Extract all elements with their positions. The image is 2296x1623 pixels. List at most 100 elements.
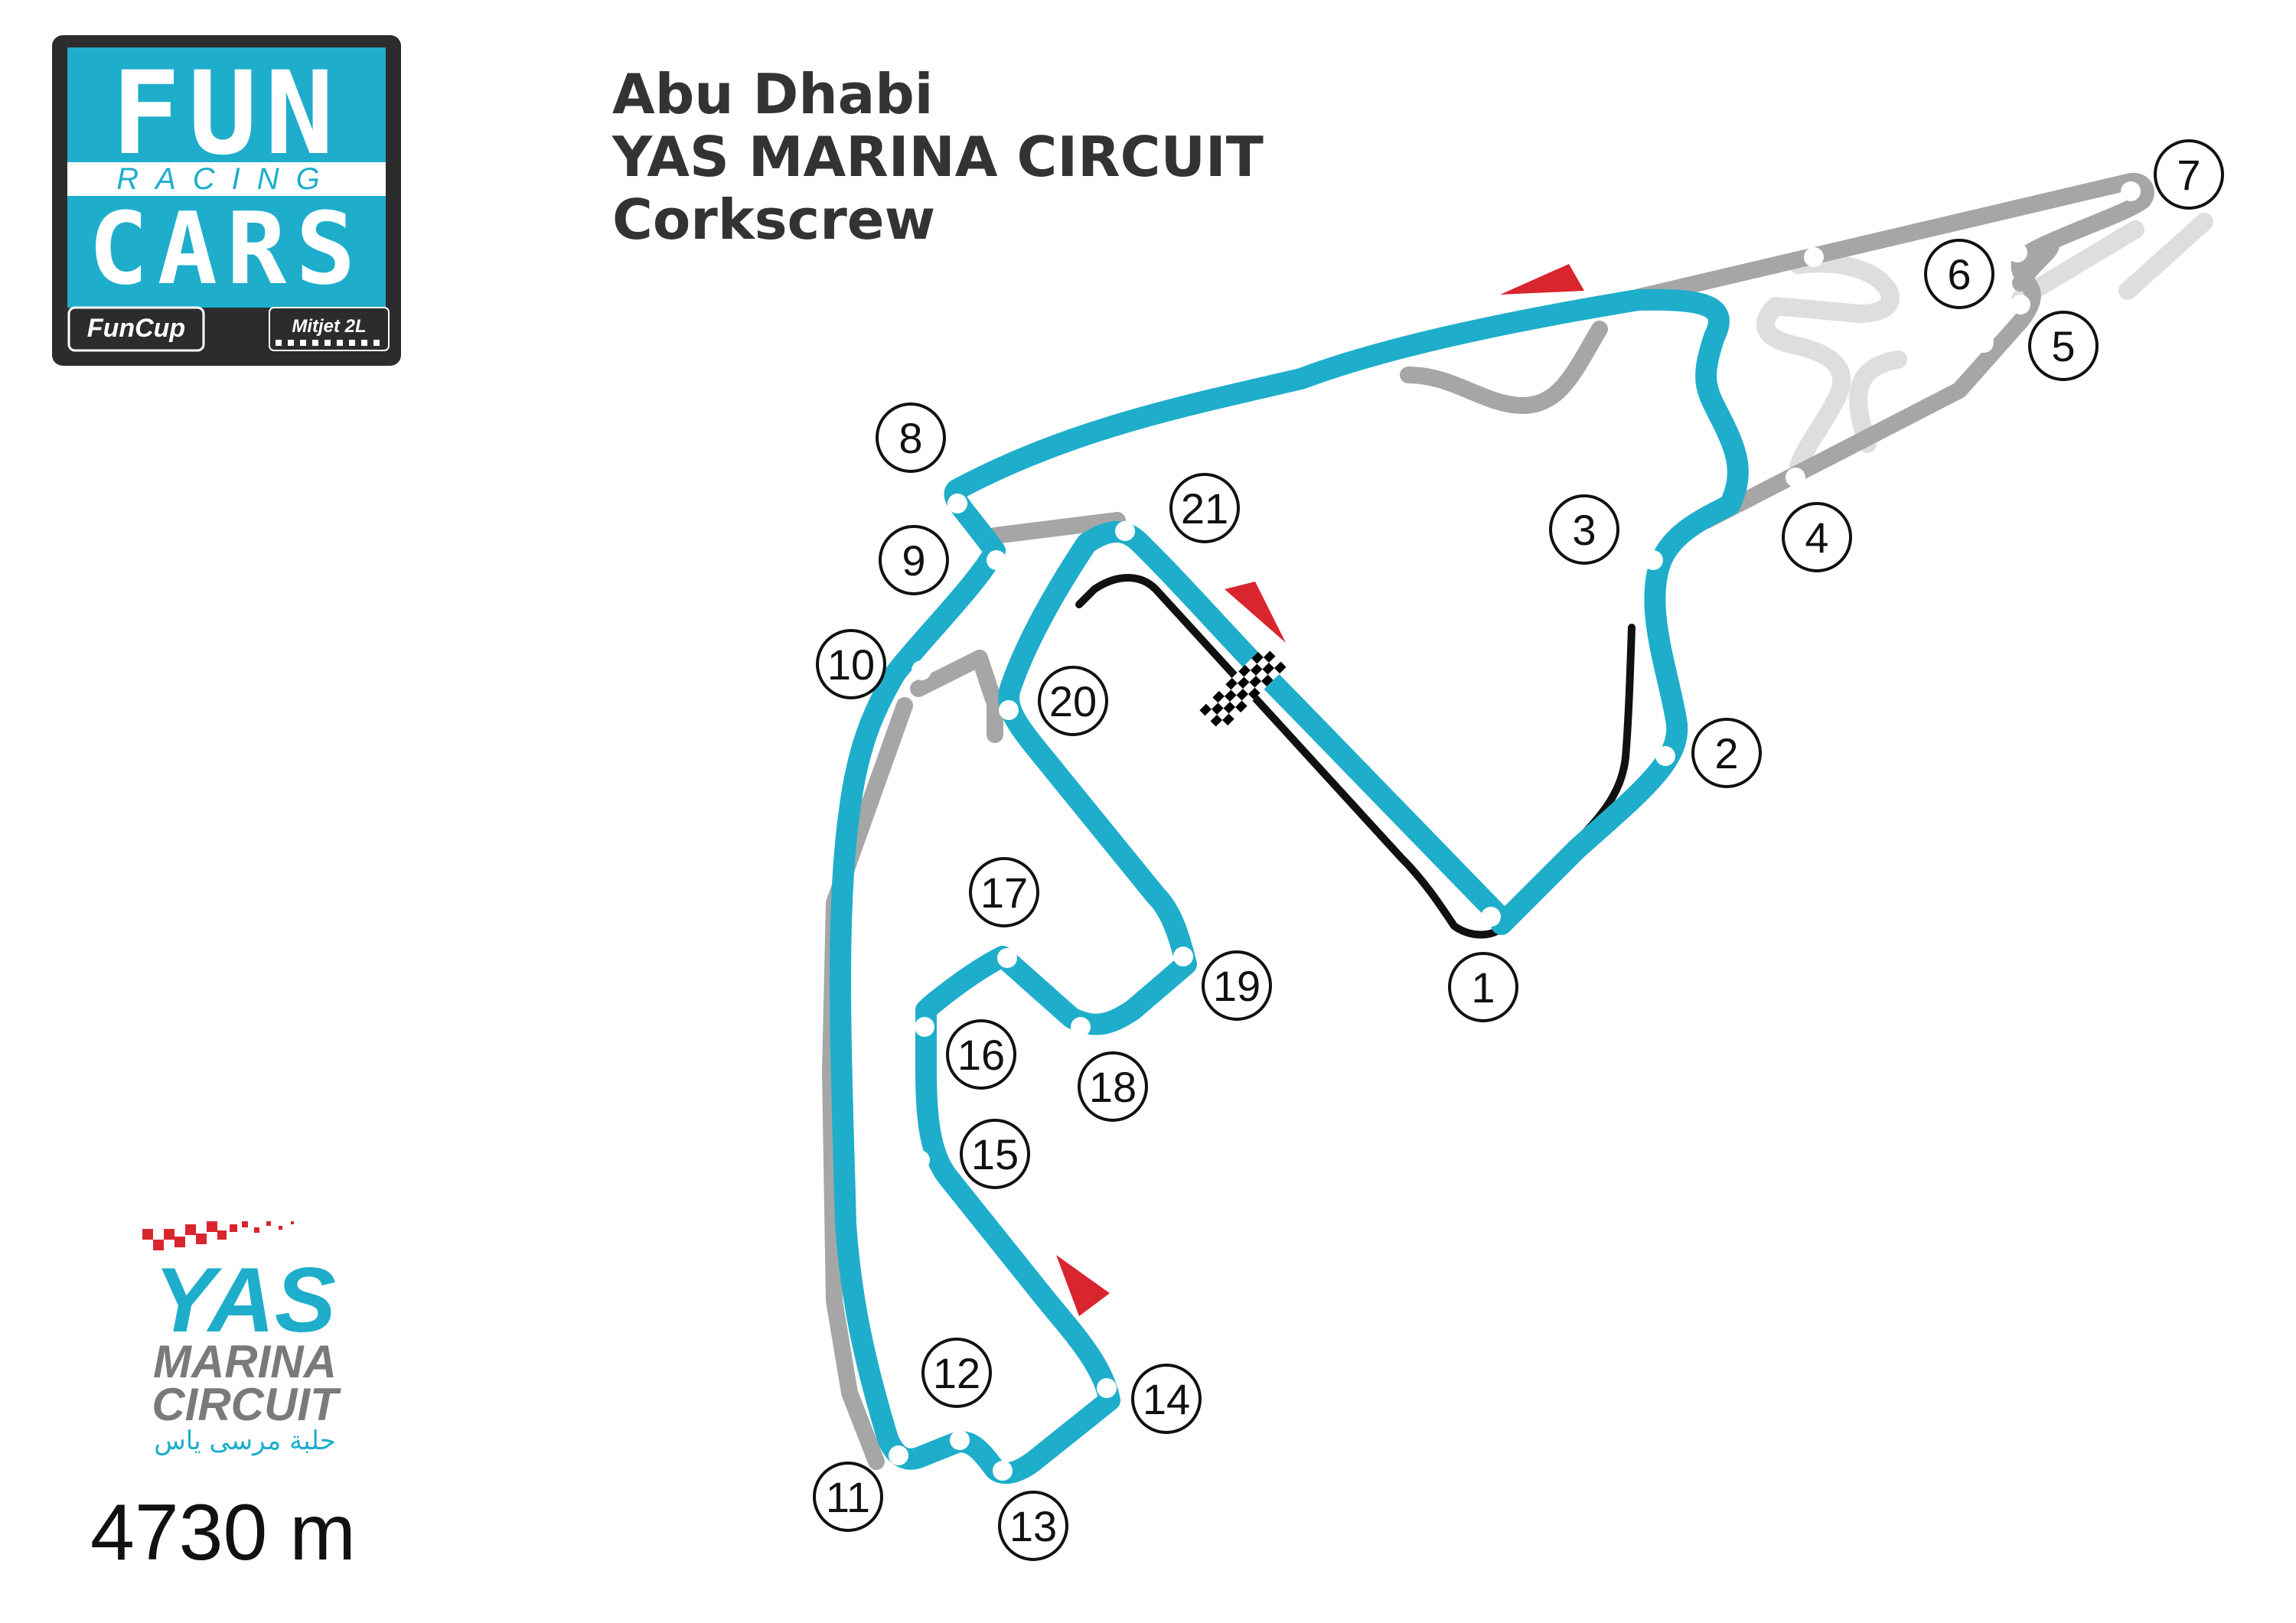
turn-apex-dot — [987, 550, 1006, 570]
turn-number-label: 2 — [1714, 729, 1738, 777]
turn-number-label: 3 — [1572, 506, 1596, 554]
turn-marker-circle — [969, 857, 1039, 927]
turn-number-label: 19 — [1213, 962, 1261, 1010]
yas-circuit-word: CIRCUIT — [152, 1379, 341, 1430]
direction-arrow-icon — [1056, 1255, 1110, 1316]
yas-marina-word: MARINA — [153, 1336, 337, 1387]
turn-number-label: 5 — [2051, 322, 2075, 370]
finish-line-flag — [1199, 645, 1287, 732]
turn-apex-dot — [2121, 181, 2141, 201]
turn-marker-8: 8 — [876, 402, 946, 473]
turn-number-label: 10 — [827, 640, 875, 689]
turn-marker-circle — [1782, 502, 1852, 572]
turn-marker-circle — [1924, 239, 1994, 309]
turn-number-label: 20 — [1049, 677, 1097, 725]
turn-marker-circle — [1078, 1051, 1148, 1122]
title-circuit: YAS MARINA CIRCUIT — [612, 125, 1264, 189]
active-track — [830, 288, 1749, 1484]
yas-marina-logo: YAS MARINA CIRCUIT حلبة مرسى ياس — [142, 1221, 341, 1456]
turn-number-label: 21 — [1181, 484, 1228, 533]
logo-word-cars: CARS — [88, 191, 364, 307]
turn-dots — [889, 181, 2141, 1481]
logo-word-racing: RACING — [116, 162, 337, 196]
turn-marker-16: 16 — [946, 1019, 1016, 1090]
turn-number-label: 13 — [1009, 1502, 1057, 1550]
turn-marker-circle — [1202, 950, 1272, 1021]
funcup-badge — [67, 306, 205, 352]
turn-marker-3: 3 — [1549, 494, 1619, 565]
turn-marker-19: 19 — [1202, 950, 1272, 1021]
turn-number-label: 15 — [971, 1130, 1019, 1178]
turn-marker-circle — [960, 1119, 1030, 1189]
turn-marker-circle — [813, 1462, 883, 1532]
turn-marker-6: 6 — [1924, 239, 1994, 309]
inactive-track-sections — [822, 172, 2154, 1470]
turn-apex-dot — [2007, 243, 2027, 262]
turn-number-label: 7 — [2177, 151, 2200, 199]
turn-marker-1: 1 — [1448, 952, 1518, 1022]
turn-marker-circle — [2028, 311, 2099, 381]
turn-marker-14: 14 — [1131, 1364, 1202, 1434]
turn-apex-dot — [947, 494, 967, 513]
turn-apex-dot — [1147, 429, 1167, 449]
turn-apex-dot — [912, 660, 931, 680]
turn-marker-15: 15 — [960, 1119, 1030, 1189]
turn-apex-dot — [1786, 468, 1805, 487]
turn-number-label: 14 — [1143, 1375, 1190, 1423]
turn-marker-17: 17 — [969, 857, 1039, 927]
title-layout: Corkscrew — [612, 187, 935, 252]
turn-marker-circle — [879, 525, 949, 595]
turn-marker-circle — [946, 1019, 1016, 1090]
turn-apex-dot — [889, 1445, 908, 1465]
yas-arabic-name: حلبة مرسى ياس — [154, 1426, 336, 1456]
turn-marker-21: 21 — [1169, 473, 1240, 543]
turn-marker-20: 20 — [1038, 666, 1108, 736]
turn-marker-circle — [816, 629, 886, 699]
turn-apex-dot — [999, 700, 1019, 720]
turn-marker-7: 7 — [2154, 139, 2224, 210]
title-city: Abu Dhabi — [612, 62, 933, 126]
turn-marker-13: 13 — [998, 1491, 1068, 1561]
yas-wordmark: YAS — [154, 1249, 336, 1351]
turn-marker-circle — [876, 402, 946, 473]
turn-number-label: 11 — [826, 1473, 870, 1521]
turn-apex-dot — [910, 1150, 930, 1170]
yas-checkered-flag — [142, 1221, 294, 1250]
turn-marker-circle — [1038, 666, 1108, 736]
checkered-strip — [276, 340, 380, 346]
turn-apex-dot — [1804, 247, 1824, 267]
turn-apex-dot — [1481, 907, 1501, 927]
logo-word-fun: FUN — [112, 47, 342, 181]
turn-apex-dot — [993, 1461, 1013, 1481]
turn-number-label: 6 — [1947, 250, 1971, 298]
turn-marker-2: 2 — [1691, 718, 1762, 788]
turn-marker-5: 5 — [2028, 311, 2099, 381]
turn-number-label: 4 — [1805, 513, 1828, 562]
turn-number-label: 12 — [933, 1349, 980, 1397]
turn-marker-12: 12 — [921, 1338, 992, 1408]
mitjet-badge-label: Mitjet 2L — [292, 316, 366, 337]
track-length: 4730 m — [90, 1488, 356, 1577]
turn-number-label: 9 — [902, 536, 925, 585]
logo-stripe — [67, 162, 386, 196]
turn-apex-dot — [1643, 550, 1663, 570]
circuit-title: Abu Dhabi YAS MARINA CIRCUIT Corkscrew — [612, 62, 1264, 252]
turn-marker-circle — [921, 1338, 992, 1408]
turn-marker-circle — [1448, 952, 1518, 1022]
turn-marker-circle — [2154, 139, 2224, 210]
turn-apex-dot — [1173, 947, 1193, 966]
mitjet-badge — [269, 307, 390, 351]
turn-marker-circle — [1131, 1364, 1202, 1434]
turn-number-label: 17 — [980, 869, 1028, 917]
turn-apex-dot — [1097, 1378, 1117, 1398]
turn-marker-4: 4 — [1782, 502, 1852, 572]
direction-arrow-icon — [1225, 582, 1286, 643]
direction-arrow-icon — [1500, 264, 1584, 295]
turn-marker-circle — [998, 1491, 1068, 1561]
turn-apex-dot — [915, 1017, 934, 1037]
turn-apex-dot — [1115, 521, 1135, 541]
fun-racing-cars-logo: FUN RACING CARS FunCup Mitjet 2L — [52, 35, 401, 366]
turn-apex-dot — [1071, 1017, 1091, 1037]
turn-apex-dot — [1655, 746, 1675, 766]
